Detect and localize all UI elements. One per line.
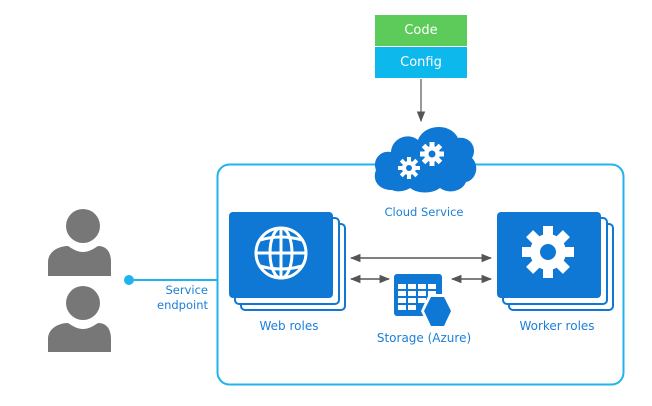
code-box[interactable]: Code [375, 15, 467, 46]
gear-icon [522, 226, 574, 278]
web-roles-tile[interactable] [229, 212, 346, 311]
web-roles-label: Web roles [259, 319, 319, 333]
globe-icon [254, 226, 308, 280]
person-icon [48, 209, 111, 276]
person-icon [48, 286, 111, 352]
endpoint-label-line1: Service [165, 283, 208, 297]
cloud-gears-icon[interactable] [374, 126, 477, 193]
config-box[interactable]: Config [375, 47, 467, 78]
worker-roles-label: Worker roles [519, 319, 595, 333]
storage-label: Storage (Azure) [376, 331, 472, 345]
user-2 [48, 286, 111, 352]
cloud-service-label: Cloud Service [384, 205, 464, 219]
user-1 [48, 209, 111, 276]
endpoint-dot[interactable] [124, 275, 134, 285]
worker-roles-tile[interactable] [497, 212, 614, 311]
endpoint-label-line2: endpoint [157, 298, 208, 312]
storage-table-icon[interactable] [394, 274, 454, 328]
